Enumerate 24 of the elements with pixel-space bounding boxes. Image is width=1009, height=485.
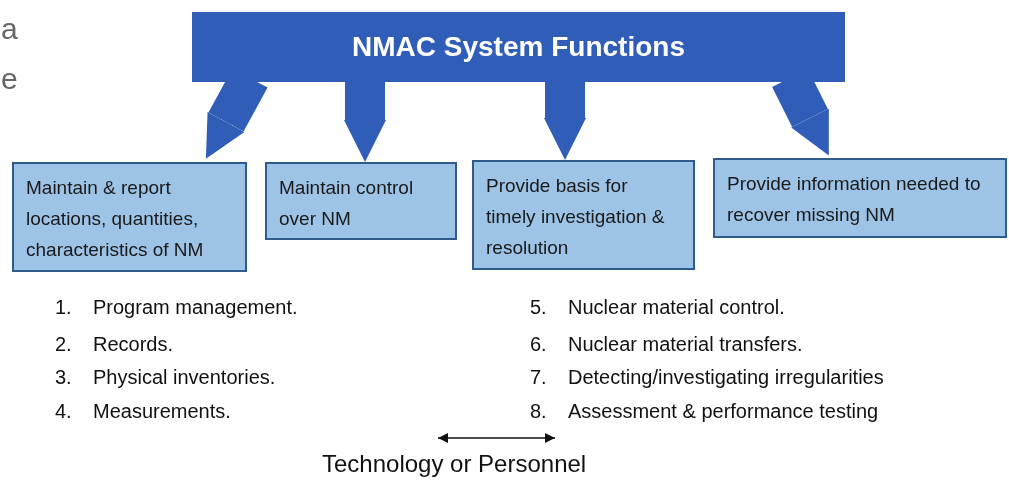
list-number: 1. [55,296,72,319]
list-item: Nuclear material transfers. [568,333,803,356]
list-number: 6. [530,333,547,356]
list-item: Nuclear material control. [568,296,785,319]
list-item: Detecting/investigating irregularities [568,366,884,389]
process-box: Maintain control over NM [265,162,457,240]
list-item: Measurements. [93,400,231,423]
list-number: 7. [530,366,547,389]
partial-text: a [1,12,18,46]
list-number: 5. [530,296,547,319]
partial-text: e [1,62,18,96]
axis-caption: Technology or Personnel [322,450,587,478]
banner: NMAC System Functions [192,12,845,82]
process-box: Maintain & report locations, quantities, characteristics of NM [12,162,247,272]
list-item: Assessment & performance testing [568,400,879,423]
process-box: Provide information needed to recover missing NM [713,158,1007,238]
process-box: Provide basis for timely investigation & resolution [472,160,695,270]
list-number: 8. [530,400,547,423]
list-number: 4. [55,400,72,423]
list-number: 3. [55,366,72,389]
list-item: Records. [93,333,174,356]
list-item: Program management. [93,296,298,319]
list-number: 2. [55,333,72,356]
list-item: Physical inventories. [93,366,276,389]
